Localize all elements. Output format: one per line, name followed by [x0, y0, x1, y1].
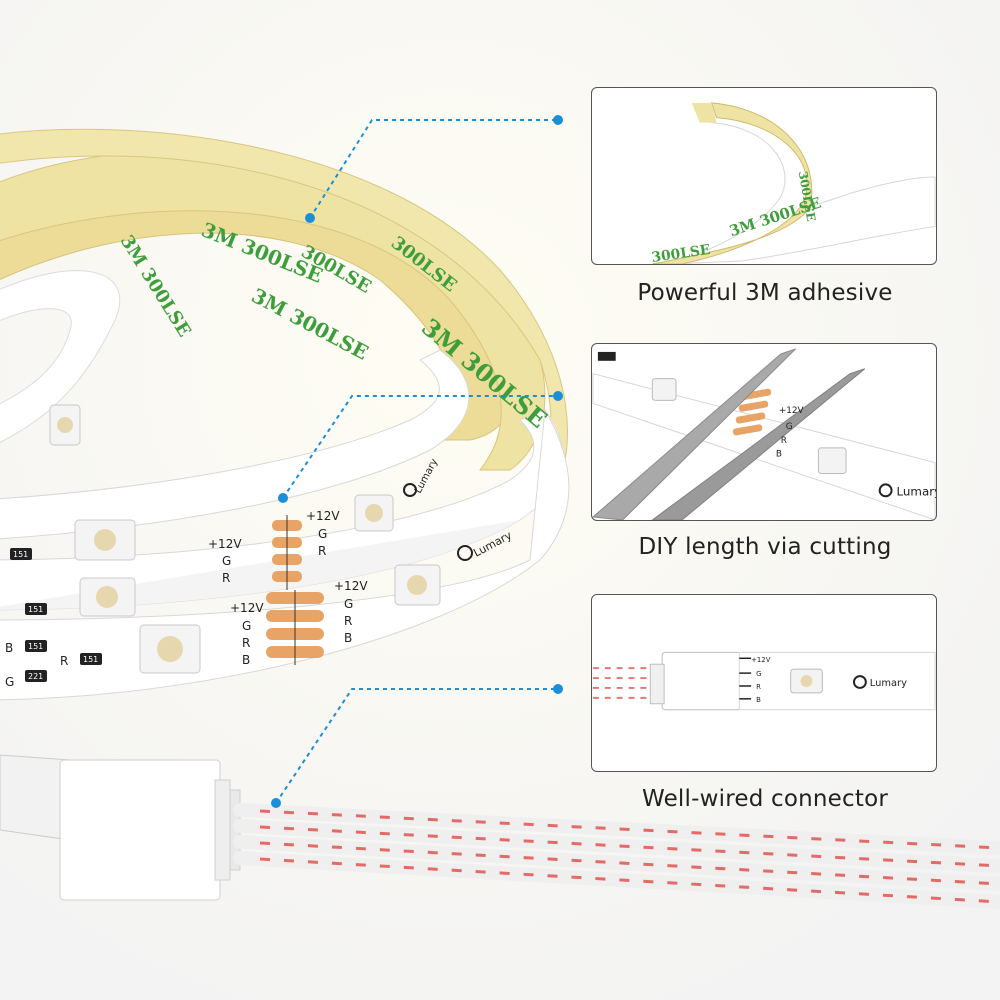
wire-connector	[0, 754, 1000, 909]
svg-text:151: 151	[28, 605, 43, 614]
cutting-closeup-panel: +12V G R B Lumary	[591, 343, 937, 521]
adhesive-closeup-image: 3M 300LSE 300LSE 300LSE	[651, 102, 936, 264]
svg-text:R: R	[781, 436, 787, 446]
svg-text:R: R	[318, 544, 326, 558]
svg-text:151: 151	[13, 550, 28, 559]
svg-text:G: G	[242, 619, 251, 633]
svg-text:G: G	[786, 422, 793, 432]
strip-labels: +12V G R +12V G R B +12V G R +12V G R B …	[5, 509, 368, 689]
svg-text:R: R	[756, 683, 761, 691]
svg-text:+12V: +12V	[230, 601, 264, 615]
svg-text:B: B	[756, 696, 761, 704]
svg-text:R: R	[60, 654, 68, 668]
svg-text:+12V: +12V	[208, 537, 242, 551]
svg-text:R: R	[344, 614, 352, 628]
svg-text:221: 221	[28, 672, 43, 681]
svg-text:151: 151	[28, 642, 43, 651]
svg-text:300LSE: 300LSE	[651, 242, 712, 264]
svg-text:+12V: +12V	[306, 509, 340, 523]
svg-text:R: R	[242, 636, 250, 650]
connector-closeup-panel: +12V G R B Lumary	[591, 594, 937, 772]
svg-text:G: G	[5, 675, 14, 689]
callout-dots	[271, 115, 563, 808]
callout-lines	[275, 119, 558, 804]
svg-text:B: B	[5, 641, 13, 655]
resistor-labels: 151 151 151 151 221	[13, 550, 98, 681]
svg-text:B: B	[776, 450, 782, 460]
adhesive-closeup-panel: 3M 300LSE 300LSE 300LSE	[591, 87, 937, 265]
svg-text:+12V: +12V	[334, 579, 368, 593]
svg-text:+12V: +12V	[779, 406, 804, 416]
svg-text:B: B	[242, 653, 250, 667]
svg-text:B: B	[344, 631, 352, 645]
svg-text:G: G	[756, 670, 761, 678]
connector-caption: Well-wired connector	[641, 786, 889, 812]
svg-text:151: 151	[83, 655, 98, 664]
cutting-closeup-image: +12V G R B Lumary	[592, 348, 936, 520]
svg-text:Lumary: Lumary	[870, 678, 907, 689]
svg-text:Lumary: Lumary	[896, 484, 936, 498]
connector-closeup-image: +12V G R B Lumary	[592, 651, 936, 711]
adhesive-caption: Powerful 3M adhesive	[637, 280, 893, 306]
svg-text:R: R	[222, 571, 230, 585]
svg-text:+12V: +12V	[751, 656, 771, 664]
svg-text:G: G	[318, 527, 327, 541]
cutting-caption: DIY length via cutting	[638, 534, 892, 560]
led-strip-coil	[0, 128, 570, 701]
svg-text:G: G	[344, 597, 353, 611]
svg-text:G: G	[222, 554, 231, 568]
